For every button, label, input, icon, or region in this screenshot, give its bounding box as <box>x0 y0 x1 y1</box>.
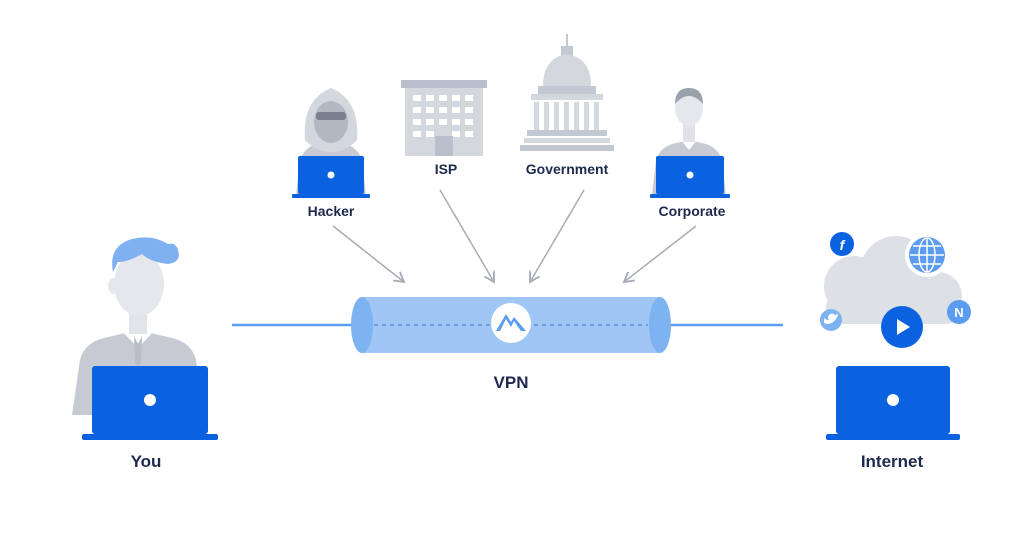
isp-arrow <box>439 189 495 284</box>
government-label: Government <box>526 161 609 177</box>
hacker-label: Hacker <box>308 203 355 219</box>
corporate-label: Corporate <box>659 203 726 219</box>
vpn-tunnel <box>351 297 671 353</box>
facebook-icon: f <box>830 232 854 256</box>
corporate-person-icon <box>650 88 730 198</box>
you-label: You <box>131 452 162 471</box>
government-arrow <box>529 189 585 284</box>
vpn-logo-icon <box>491 303 531 343</box>
hacker-icon <box>292 88 370 198</box>
play-icon <box>881 306 923 348</box>
cloud-icon <box>824 236 962 324</box>
internet-label: Internet <box>861 452 924 471</box>
twitter-icon <box>820 309 842 331</box>
you-laptop-icon <box>82 366 218 440</box>
hacker-arrow <box>332 225 406 284</box>
internet-laptop-icon <box>826 366 960 440</box>
isp-label: ISP <box>435 161 458 177</box>
government-capitol-icon <box>520 34 614 151</box>
svg-text:f: f <box>840 237 846 253</box>
globe-icon <box>905 233 949 277</box>
corporate-arrow <box>622 225 697 284</box>
netflix-icon: N <box>947 300 971 324</box>
isp-building-icon <box>401 80 487 156</box>
svg-text:N: N <box>954 305 963 320</box>
vpn-label: VPN <box>494 373 529 392</box>
